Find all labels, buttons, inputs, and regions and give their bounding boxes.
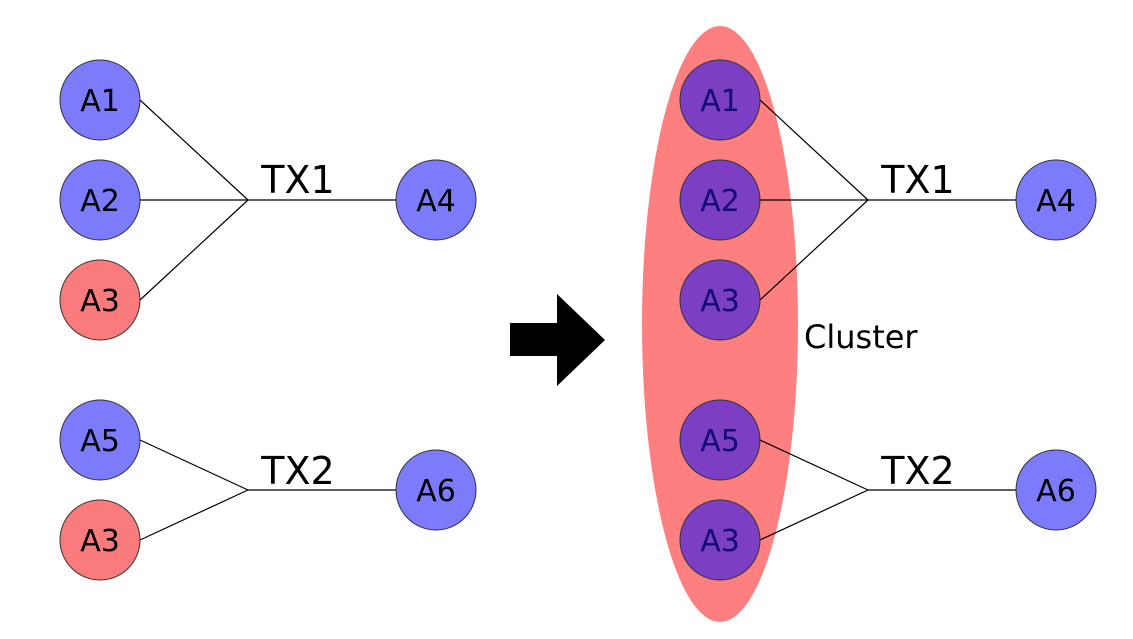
right-tx1-edges [759, 99, 1018, 301]
right-node-a5: A5 [679, 399, 761, 481]
left-node-a6: A6 [395, 449, 477, 531]
edge-right-a3b-tx2 [759, 489, 869, 541]
edge-left-a5-tx2 [139, 439, 249, 491]
left-node-a5-label: A5 [80, 424, 120, 459]
right-node-a3-second: A3 [679, 499, 761, 581]
left-node-a5: A5 [59, 399, 141, 481]
right-node-a4-label: A4 [1036, 184, 1076, 219]
left-node-a6-label: A6 [416, 474, 456, 509]
right-tx1-label: TX1 [880, 158, 954, 202]
left-node-a3-second-label: A3 [80, 524, 120, 559]
edge-right-a1-tx1 [759, 99, 869, 201]
right-node-a2: A2 [679, 159, 761, 241]
left-node-a3-second: A3 [59, 499, 141, 581]
edge-left-a3b-tx2 [139, 489, 249, 541]
right-node-a1-label: A1 [700, 84, 740, 119]
right-arrow-icon [510, 294, 605, 386]
left-node-a1: A1 [59, 59, 141, 141]
left-node-a4: A4 [395, 159, 477, 241]
right-tx2-label: TX2 [880, 449, 954, 493]
right-panel: A1 A2 A3 A4 A5 A3 [642, 26, 1097, 622]
left-tx1-edges [139, 99, 398, 301]
left-panel: A1 A2 A3 A4 A5 A3 [59, 59, 477, 581]
right-node-a6: A6 [1015, 449, 1097, 531]
right-node-a2-label: A2 [700, 184, 740, 219]
edge-left-a3-tx1 [139, 199, 249, 301]
edge-right-a5-tx2 [759, 439, 869, 491]
left-node-a3-label: A3 [80, 284, 120, 319]
left-tx1-label: TX1 [260, 158, 334, 202]
right-node-a3: A3 [679, 259, 761, 341]
left-tx2-edges [139, 439, 398, 541]
cluster-label: Cluster [804, 318, 918, 356]
edge-right-a3-tx1 [759, 199, 869, 301]
right-node-a4: A4 [1015, 159, 1097, 241]
right-node-a6-label: A6 [1036, 474, 1076, 509]
left-node-a1-label: A1 [80, 84, 120, 119]
right-node-a3-label: A3 [700, 284, 740, 319]
right-node-a5-label: A5 [700, 424, 740, 459]
left-node-a4-label: A4 [416, 184, 456, 219]
left-node-a2: A2 [59, 159, 141, 241]
right-tx2-edges [759, 439, 1018, 541]
edge-left-a1-tx1 [139, 99, 249, 201]
right-node-a3-second-label: A3 [700, 524, 740, 559]
left-node-a3: A3 [59, 259, 141, 341]
right-node-a1: A1 [679, 59, 761, 141]
left-tx2-label: TX2 [260, 449, 334, 493]
left-node-a2-label: A2 [80, 184, 120, 219]
